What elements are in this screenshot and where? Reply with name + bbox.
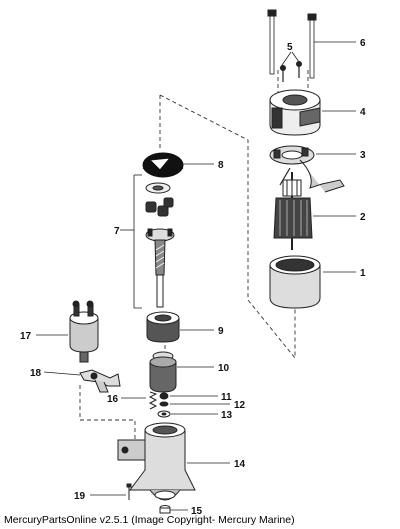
armature bbox=[273, 172, 313, 250]
callout-3: 3 bbox=[360, 150, 366, 161]
callout-1: 1 bbox=[360, 268, 366, 279]
callout-19: 19 bbox=[74, 491, 86, 502]
callout-12: 12 bbox=[234, 400, 246, 411]
callout-18: 18 bbox=[30, 368, 42, 379]
brush-plate bbox=[269, 145, 345, 193]
leader-lines bbox=[36, 41, 356, 511]
spring bbox=[148, 391, 158, 410]
field-frame bbox=[269, 255, 321, 309]
clip-cover bbox=[142, 152, 184, 178]
end-cap bbox=[269, 89, 321, 136]
callout-13: 13 bbox=[221, 410, 233, 421]
callout-16: 16 bbox=[107, 394, 119, 405]
callout-10: 10 bbox=[218, 363, 230, 374]
callout-6: 6 bbox=[360, 38, 366, 49]
through-bolts bbox=[267, 9, 317, 79]
drive-shaft-assembly bbox=[145, 182, 175, 308]
drive-gear bbox=[149, 351, 177, 393]
callout-7: 7 bbox=[114, 226, 120, 237]
solenoid bbox=[69, 300, 99, 363]
screws bbox=[280, 61, 302, 82]
pinion-gear bbox=[146, 311, 180, 343]
callout-4: 4 bbox=[360, 107, 366, 118]
callout-14: 14 bbox=[234, 459, 246, 470]
washers bbox=[157, 392, 171, 418]
drive-housing bbox=[117, 422, 196, 501]
copyright-footer: MercuryPartsOnline v2.5.1 (Image Copyrig… bbox=[4, 514, 295, 526]
callout-15: 15 bbox=[191, 506, 203, 517]
callout-8: 8 bbox=[218, 160, 224, 171]
small-bolt bbox=[126, 483, 132, 500]
callout-2: 2 bbox=[360, 212, 366, 223]
bracket bbox=[79, 369, 121, 393]
callout-5: 5 bbox=[287, 42, 293, 53]
callout-17: 17 bbox=[20, 331, 32, 342]
bushing bbox=[159, 505, 171, 514]
callout-11: 11 bbox=[221, 392, 232, 403]
callout-9: 9 bbox=[218, 326, 224, 337]
